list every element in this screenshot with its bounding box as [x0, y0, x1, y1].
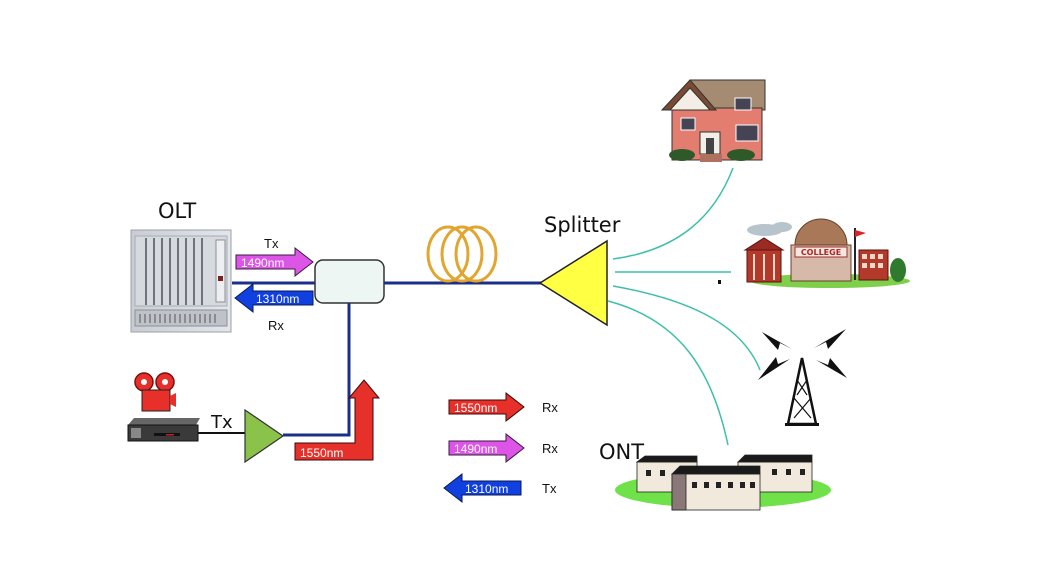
legend-wavelength-1550: 1550nm [454, 401, 497, 415]
olt-tx-label: Tx [264, 236, 279, 251]
legend-wavelength-1310: 1310nm [465, 482, 508, 496]
olt-label: OLT [158, 199, 196, 223]
olt-rx-arrow: 1310nm [234, 282, 314, 314]
legend-label-1550: Rx [542, 400, 558, 415]
film-camera-icon [134, 372, 176, 412]
olt-rx-wavelength: 1310nm [256, 292, 299, 306]
wdm-coupler [314, 259, 385, 304]
legend-label-1490: Rx [542, 441, 558, 456]
legend-item-1490: 1490nm Rx [448, 432, 558, 464]
fiber-coil-icon [426, 225, 498, 283]
stray-dot [718, 280, 721, 284]
drop-fibers [607, 167, 761, 446]
olt-tx-wavelength: 1490nm [241, 256, 284, 270]
splitter [538, 239, 608, 327]
radio-tower-icon [758, 329, 847, 426]
neighborhood-icon [615, 454, 831, 511]
video-tx-label: Tx [210, 412, 233, 433]
ont-label: ONT [599, 440, 644, 464]
olt-tx-arrow: 1490nm [235, 246, 314, 278]
drop-fiber-house [612, 167, 734, 260]
legend-item-1550: 1550nm Rx [448, 391, 558, 423]
legend-label-1310: Tx [542, 481, 557, 496]
legend: 1550nm Rx 1490nm Rx 1310nm Tx [443, 391, 558, 504]
splitter-label: Splitter [544, 213, 621, 237]
legend-wavelength-1490: 1490nm [454, 442, 497, 456]
amplifier [244, 408, 285, 464]
video-wavelength: 1550nm [300, 446, 343, 460]
college-icon: COLLEGE [743, 218, 910, 288]
video-1550-arrow: 1550nm [294, 379, 381, 461]
drop-fiber-tower [612, 285, 761, 371]
house-icon [660, 79, 766, 162]
legend-arrow-1490 [448, 432, 525, 464]
college-sign: COLLEGE [801, 248, 841, 257]
legend-arrow-1550 [448, 391, 525, 423]
vcr-player-icon [127, 418, 200, 442]
legend-item-1310: 1310nm Tx [443, 472, 557, 504]
olt-rack-icon [130, 229, 232, 333]
olt-rx-label: Rx [268, 318, 284, 333]
legend-arrow-1310 [443, 472, 522, 504]
drop-fiber-ont [607, 300, 729, 446]
video-fiber [283, 303, 351, 437]
